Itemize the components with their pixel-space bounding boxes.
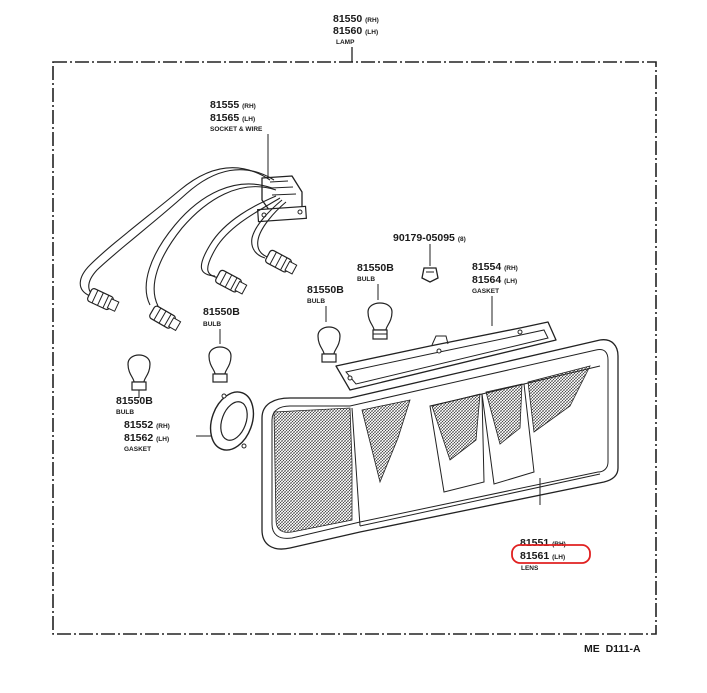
lens-part-lh: 81561 [520,550,549,562]
socket-wire-name: SOCKET & WIRE [210,126,263,133]
gasket-lens-drawing [335,321,557,391]
svg-text:81561 (LH): 81561 (LH) [520,550,565,562]
lens-drawing [261,339,619,550]
svg-text:81551 (RH): 81551 (RH) [520,537,566,549]
gasket-ring-drawing [209,391,255,451]
lamp-label: 81550 (RH) 81560 (LH) LAMP [333,13,379,46]
gasket-lens-part-lh: 81564 [472,274,501,286]
socket-wire-lh: (LH) [242,116,255,123]
lens-lh: (LH) [552,554,565,561]
screw-qty: (8) [458,236,466,243]
gasket-lens-name: GASKET [472,288,499,295]
gasket-lens-label: 81554 (RH) 81564 (LH) GASKET [472,261,518,326]
bulb-b-name: BULB [307,298,325,305]
gasket-lens-rh: (RH) [504,265,518,272]
gasket-ring-rh: (RH) [156,423,170,430]
lens-name: LENS [521,565,539,572]
bulb-a-name: BULB [357,276,375,283]
bulb-drawing-b [317,326,341,363]
gasket-ring-lh: (LH) [156,436,169,443]
screw-label: 90179-05095 (8) [393,232,466,266]
socket-wire-part-rh: 81555 [210,99,239,111]
gasket-ring-name: GASKET [124,446,151,453]
lamp-rh: (RH) [365,17,379,24]
bulb-drawing-c [208,346,232,383]
socket-wire-part-lh: 81565 [210,112,239,124]
bulb-b-part: 81550B [307,284,344,296]
svg-text:81550 (RH): 81550 (RH) [333,13,379,25]
lamp-name: LAMP [336,39,355,46]
screw-part: 90179-05095 [393,232,455,244]
svg-text:81552 (RH): 81552 (RH) [124,419,170,431]
diagram-code: ME D111-A [584,643,641,655]
svg-text:81565 (LH): 81565 (LH) [210,112,255,124]
svg-text:90179-05095 (8): 90179-05095 (8) [393,232,466,244]
bulb-label-b: 81550B BULB [307,284,344,322]
lamp-part-lh: 81560 [333,25,362,37]
gasket-ring-label: 81552 (RH) 81562 (LH) GASKET [124,419,214,453]
svg-text:81555 (RH): 81555 (RH) [210,99,256,111]
gasket-ring-part-lh: 81562 [124,432,153,444]
bulb-d-part: 81550B [116,395,153,407]
gasket-ring-part-rh: 81552 [124,419,153,431]
bulb-d-name: BULB [116,409,134,416]
assembly-frame [52,47,657,635]
bulb-label-d: 81550B BULB [116,395,153,416]
lens-lh-highlight [511,544,591,564]
bulb-drawing-a [367,302,393,340]
lamp-part-rh: 81550 [333,13,362,25]
socket-wire-harness [79,167,308,332]
svg-text:81562 (LH): 81562 (LH) [124,432,169,444]
bulb-drawing-d [127,354,151,398]
socket-wire-label: 81555 (RH) 81565 (LH) SOCKET & WIRE [210,99,269,178]
socket-wire-rh: (RH) [242,103,256,110]
bulb-label-c: 81550B BULB [203,306,240,344]
bulb-label-a: 81550B BULB [357,262,394,300]
lens-part-rh: 81551 [520,537,549,549]
screw-drawing [421,267,439,283]
svg-text:81560 (LH): 81560 (LH) [333,25,378,37]
lamp-lh: (LH) [365,29,378,36]
svg-text:81554 (RH): 81554 (RH) [472,261,518,273]
lens-label: 81551 (RH) 81561 (LH) LENS [511,537,591,572]
bulb-c-part: 81550B [203,306,240,318]
bulb-c-name: BULB [203,321,221,328]
gasket-lens-part-rh: 81554 [472,261,501,273]
svg-text:81564 (LH): 81564 (LH) [472,274,517,286]
bulb-a-part: 81550B [357,262,394,274]
gasket-lens-lh: (LH) [504,278,517,285]
